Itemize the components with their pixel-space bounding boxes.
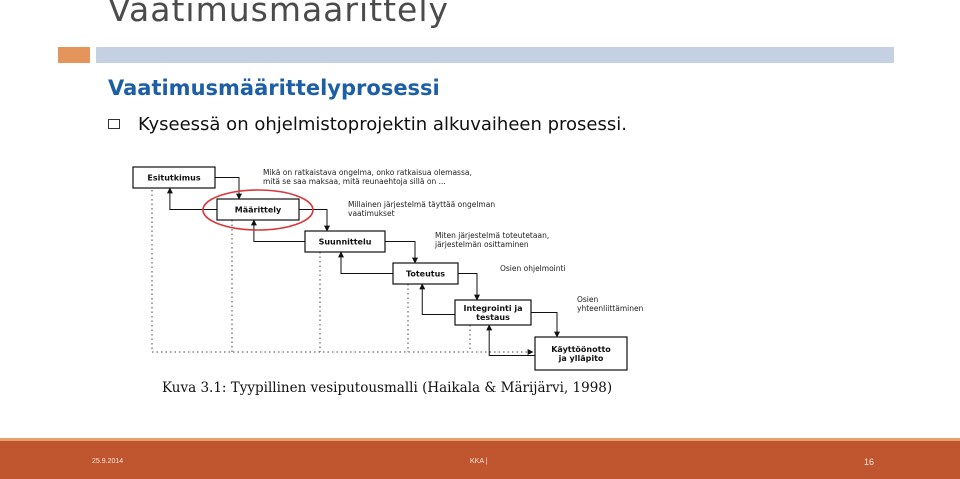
footer-bar <box>0 438 960 479</box>
step-note: järjestelmän osittaminen <box>434 240 529 249</box>
figure-caption: Kuva 3.1: Tyypillinen vesiputousmalli (H… <box>162 380 613 396</box>
step-boxes: EsitutkimusMäärittelySuunnitteluToteutus… <box>132 166 628 371</box>
slide-subtitle: Vaatimusmäärittelyprosessi <box>108 76 440 100</box>
feedback-arrow <box>250 219 305 242</box>
footer-center-text: KKA | <box>470 458 488 465</box>
step-note: mitä se saa maksaa, mitä reunaehtoja sil… <box>263 177 446 186</box>
step-note: Osien ohjelmointi <box>500 264 566 273</box>
step-label: Esitutkimus <box>147 174 200 183</box>
step-label: Toteutus <box>406 270 445 279</box>
step-label: Suunnittelu <box>319 238 372 247</box>
step-label: testaus <box>476 313 510 322</box>
step-box <box>534 336 628 371</box>
step-note: Osien <box>577 295 599 304</box>
step-box <box>132 166 216 189</box>
square-bullet-icon <box>108 119 120 129</box>
feedback-arrow <box>419 283 455 315</box>
forward-arrow <box>299 209 330 232</box>
step-note: yhteenliittäminen <box>577 304 644 313</box>
footer-accent-line <box>0 438 960 441</box>
forward-arrow <box>385 241 418 264</box>
step-note: Miten järjestelmä toteutetaan, <box>435 231 549 240</box>
feedback-arrow <box>486 324 535 356</box>
forward-arrow <box>458 273 480 301</box>
step-note: vaatimukset <box>348 209 395 218</box>
highlight-circle <box>202 189 314 231</box>
page-number: 16 <box>864 457 875 467</box>
feedback-arrow <box>166 187 217 210</box>
accent-bar-orange <box>58 47 90 63</box>
slide-title: Vaatimusmäärittely <box>108 0 450 29</box>
bullet-item: Kyseessä on ohjelmistoprojektin alkuvaih… <box>108 111 627 137</box>
step-box <box>392 262 459 285</box>
step-box <box>304 230 386 253</box>
step-notes: Mikä on ratkaistava ongelma, onko ratkai… <box>263 168 644 313</box>
step-box <box>454 299 532 326</box>
step-note: Millainen järjestelmä täyttää ongelman <box>348 200 495 209</box>
bullet-text: Kyseessä on ohjelmistoprojektin alkuvaih… <box>138 113 627 135</box>
feedback-arrow <box>338 251 393 274</box>
step-note: Mikä on ratkaistava ongelma, onko ratkai… <box>263 168 472 177</box>
forward-arrow <box>531 312 560 338</box>
footer-date: 25.9.2014 <box>92 458 124 465</box>
step-label: Integrointi ja <box>463 304 522 313</box>
accent-bar-blue <box>96 47 894 63</box>
step-label: Määrittely <box>235 206 282 215</box>
connector-lines <box>166 177 560 356</box>
step-label: Käyttöönotto <box>551 345 611 354</box>
step-box <box>216 198 300 221</box>
step-label: ja ylläpito <box>558 354 604 363</box>
